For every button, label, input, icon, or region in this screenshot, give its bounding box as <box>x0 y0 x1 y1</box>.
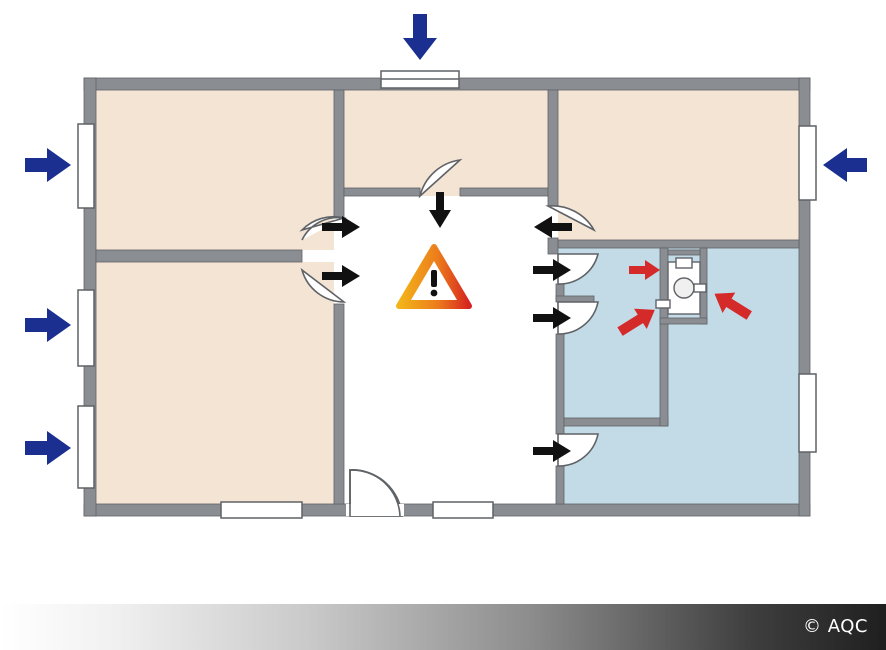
rooms <box>96 90 799 504</box>
room-top-middle <box>344 90 548 196</box>
window-left-3 <box>77 405 95 489</box>
wall-top-middle-bottom-left <box>343 187 421 197</box>
warning-triangle-icon <box>396 244 472 309</box>
door-wet-1 <box>557 253 600 285</box>
wall-top-middle-right <box>547 89 559 207</box>
windows <box>77 70 817 519</box>
credit-bar: © AQC <box>0 604 886 650</box>
arrow-outside-right <box>823 148 867 182</box>
wall-right-lower <box>555 333 565 435</box>
arrow-outside-top <box>403 14 437 60</box>
arrow-outside-left-1 <box>25 148 71 182</box>
wall-between-bedrooms <box>95 249 303 263</box>
wall-top-middle-bottom-right <box>459 187 549 197</box>
bedroom-bottom-left <box>96 262 334 504</box>
wall-left-upper <box>333 89 345 219</box>
arrow-extract-1 <box>629 260 660 280</box>
arrow-flow-6 <box>533 307 571 329</box>
wall-right-upper <box>547 237 559 255</box>
arrow-flow-1 <box>322 216 360 238</box>
copyright-credit: © AQC <box>803 616 868 637</box>
arrow-flow-7 <box>533 440 571 462</box>
window-bottom-2 <box>432 501 494 519</box>
window-left-1 <box>77 123 95 209</box>
window-right-1 <box>798 125 817 201</box>
window-right-2 <box>798 373 817 453</box>
window-bottom-1 <box>220 501 303 519</box>
wall-small-room-bottom <box>563 417 669 427</box>
arrow-extract-3 <box>714 292 752 320</box>
arrow-flow-3 <box>429 192 451 228</box>
arrow-outside-left-2 <box>25 308 71 342</box>
room-top-right <box>558 90 799 240</box>
arrow-flow-2 <box>322 265 360 287</box>
wall-top-right-bottom <box>557 239 800 249</box>
floor-plan-diagram <box>25 14 867 519</box>
outer-wall-right <box>798 77 811 517</box>
doors <box>299 158 600 517</box>
arrow-extract-2 <box>617 308 655 336</box>
door-top-middle <box>418 158 463 199</box>
wall-left-lower <box>333 303 345 505</box>
wall-duct-top <box>667 249 701 256</box>
wall-small-room-right <box>659 247 669 427</box>
internal-flow-arrows <box>322 192 572 462</box>
door-wet-2 <box>557 301 599 335</box>
door-wet-3 <box>557 433 599 467</box>
arrow-flow-5 <box>533 259 571 281</box>
wall-duct-bottom <box>659 317 708 325</box>
door-bedroom-bottom <box>300 267 347 303</box>
arrow-outside-left-3 <box>25 431 71 465</box>
outside-air-arrows <box>25 14 867 465</box>
extract-arrows <box>617 260 752 336</box>
wall-wc-divider <box>555 295 595 303</box>
window-left-2 <box>77 289 95 367</box>
extract-fan-icon <box>655 257 707 315</box>
arrow-flow-4 <box>534 216 572 238</box>
door-top-right <box>545 205 597 232</box>
wall-right-bottom <box>555 465 565 505</box>
bedroom-top-left <box>96 90 334 250</box>
